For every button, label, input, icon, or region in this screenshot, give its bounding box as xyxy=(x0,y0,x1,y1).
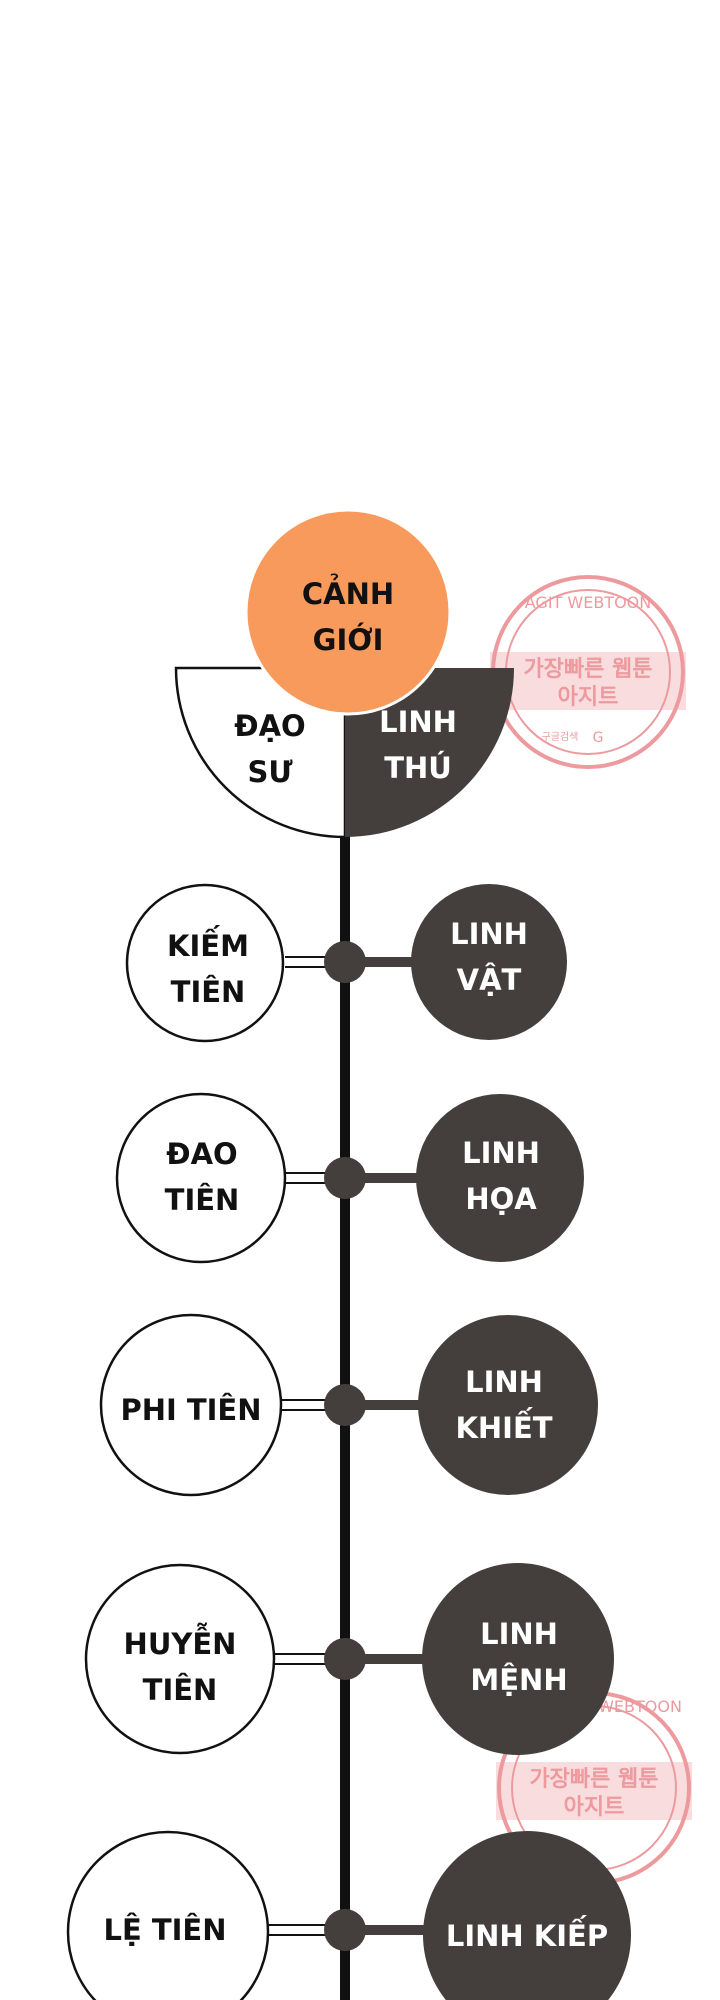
branch-left-label-line2: SƯ xyxy=(247,755,293,789)
right-node-label: LINH xyxy=(465,1365,543,1399)
branch-right-label: LINH THÚ xyxy=(379,705,457,785)
right-node-label: MỆNH xyxy=(470,1663,567,1697)
watermark-arc-text: AGIT WEBTOON xyxy=(525,593,651,612)
branch-right-halfdisc xyxy=(345,668,514,837)
root-label-line1: CẢNH xyxy=(302,574,394,611)
right-node-label: LINH xyxy=(450,917,528,951)
right-node-label: VẬT xyxy=(457,963,522,997)
watermark-stamp: WEBTOON 가장빠른 웹툰 아지트 xyxy=(496,1691,692,1885)
left-node-label: KIẾM xyxy=(167,926,249,963)
left-node-label: HUYỄN xyxy=(124,1623,237,1661)
watermark-line2: 아지트 xyxy=(558,685,619,710)
junction-node xyxy=(324,1384,366,1426)
junction-node xyxy=(324,1638,366,1680)
left-node xyxy=(66,1830,270,2000)
left-node-label: PHI TIÊN xyxy=(120,1393,261,1427)
junction-node xyxy=(324,1909,366,1951)
root-node xyxy=(244,508,452,716)
left-node xyxy=(115,1092,287,1264)
right-node-label: LINH xyxy=(480,1617,558,1651)
left-node-label: TIÊN xyxy=(171,975,246,1009)
right-node-label: LINH KIẾP xyxy=(446,1916,608,1953)
right-node xyxy=(418,1315,598,1495)
right-node xyxy=(416,1094,584,1262)
junction-node xyxy=(324,1157,366,1199)
right-node-label: HỌA xyxy=(465,1182,537,1216)
watermark-line1: 가장빠른 웹툰 xyxy=(523,657,652,682)
watermark-small-text: 구글검색 xyxy=(542,731,579,743)
left-node xyxy=(125,883,285,1043)
left-node-label: TIÊN xyxy=(165,1183,240,1217)
root-label-line2: GIỚI xyxy=(313,623,384,657)
branch-right-label-line1: LINH xyxy=(379,705,457,739)
watermark-arc-text: WEBTOON xyxy=(598,1697,682,1716)
google-g-icon: G xyxy=(593,730,604,746)
branch-left-halfdisc xyxy=(174,666,347,839)
left-node xyxy=(99,1313,283,1497)
right-node-label: LINH xyxy=(462,1136,540,1170)
branch-left-label: ĐẠO SƯ xyxy=(234,709,305,789)
right-node-label: KHIẾT xyxy=(455,1408,552,1445)
tier-row: LỆ TIÊN LINH KIẾP xyxy=(66,1830,631,2000)
watermark-line1: 가장빠른 웹툰 xyxy=(529,1767,658,1792)
left-node-label: LỆ TIÊN xyxy=(103,1913,226,1947)
left-node xyxy=(84,1563,276,1755)
tier-row: PHI TIÊN LINH KHIẾT xyxy=(99,1313,598,1497)
right-node xyxy=(411,884,567,1040)
right-node xyxy=(423,1831,631,2000)
branch-right-label-line2: THÚ xyxy=(384,751,452,785)
left-node-label: ĐAO xyxy=(166,1137,237,1171)
branch-left-label-line1: ĐẠO xyxy=(234,709,305,743)
left-node-label: TIÊN xyxy=(143,1673,218,1707)
watermark-line2: 아지트 xyxy=(564,1795,625,1820)
watermark-stamp: AGIT WEBTOON 가장빠른 웹툰 아지트 구글검색 G xyxy=(490,575,686,769)
junction-node xyxy=(324,941,366,983)
right-node xyxy=(422,1563,614,1755)
tier-row: ĐAO TIÊN LINH HỌA xyxy=(115,1092,584,1264)
tier-row: KIẾM TIÊN LINH VẬT xyxy=(125,883,567,1043)
tier-row: HUYỄN TIÊN LINH MỆNH xyxy=(84,1563,614,1755)
